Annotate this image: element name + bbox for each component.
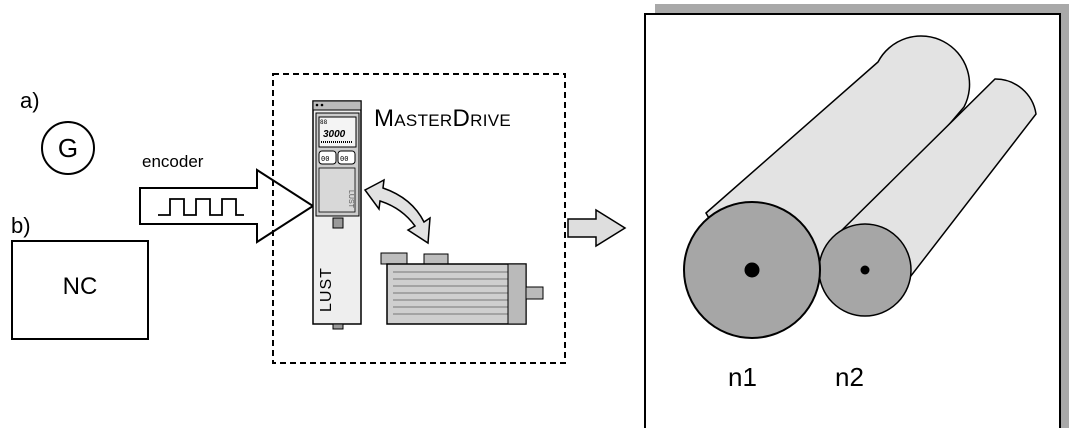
roller-pair-icon: [683, 35, 1037, 339]
drive-display-value: 3000: [323, 129, 346, 140]
roll-n1-label: n1: [728, 362, 757, 392]
nc-label: NC: [62, 273, 98, 300]
nc-box: [11, 240, 149, 340]
masterdrive-boundary: [272, 73, 566, 364]
generator-icon: [41, 121, 95, 175]
encoder-label: encoder: [142, 152, 204, 171]
option-a-label: a): [20, 88, 40, 113]
process-arrow-icon: [567, 208, 627, 248]
drive-brand-label: LUST: [318, 267, 335, 312]
svg-text:00: 00: [321, 155, 329, 163]
option-b-label: b): [11, 213, 31, 238]
encoder-signal-arrow-icon: [139, 168, 315, 244]
roll-n2-label: n2: [835, 362, 864, 392]
drive-panel-brand: LUST: [347, 190, 354, 209]
servo-motor-icon: [380, 252, 544, 325]
servo-drive-icon: 88 3000 00 00 LUST LUST: [312, 100, 362, 330]
bidirectional-arrow-icon: [363, 178, 431, 245]
masterdrive-title: MASTERDRIVE: [374, 105, 512, 132]
svg-text:88: 88: [320, 119, 328, 126]
generator-letter: G: [57, 133, 79, 163]
svg-text:00: 00: [340, 155, 348, 163]
